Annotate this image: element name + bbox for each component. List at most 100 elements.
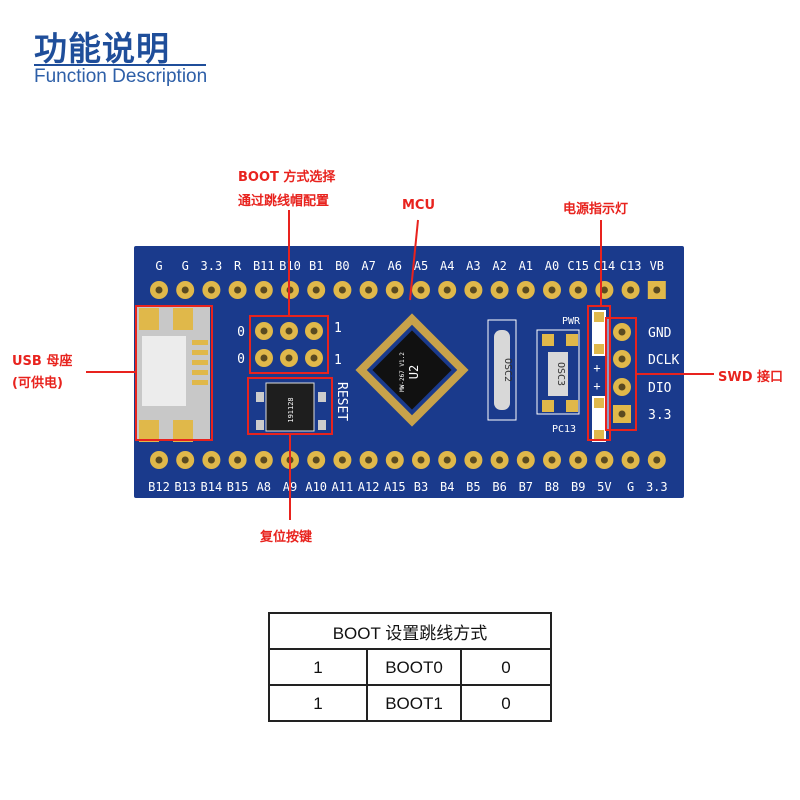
pwr-label: PWR: [562, 316, 581, 327]
bottom-pin-label: A12: [358, 480, 380, 494]
bottom-pin-label: B9: [571, 480, 585, 494]
pcb-layer: GG3.3RB11B10B1B0A7A6A5A4A3A2A1A0C15C14C1…: [86, 210, 714, 520]
osc3-label: OSC3: [555, 362, 566, 386]
reset-button: [265, 382, 315, 432]
swd-pin-hole: [618, 383, 626, 391]
top-pin-hole: [181, 286, 189, 294]
top-pin-label: A4: [440, 259, 454, 273]
boot-zero-label: 0: [237, 352, 245, 367]
bottom-pin-hole: [391, 456, 399, 464]
boot-select-label-line1: BOOT 方式选择: [238, 170, 336, 185]
top-pin-label: A5: [414, 259, 428, 273]
bottom-pin-label: 3.3: [646, 480, 668, 494]
bottom-pin-hole: [155, 456, 163, 464]
reset-label: 复位按键: [260, 530, 313, 545]
top-pin-label: A0: [545, 259, 559, 273]
bottom-pin-hole: [653, 456, 661, 464]
top-pin-label: A3: [466, 259, 480, 273]
bottom-pin-hole: [234, 456, 242, 464]
usb-label-line2: (可供电): [12, 376, 63, 391]
top-pin-hole: [207, 286, 215, 294]
bottom-pin-hole: [469, 456, 477, 464]
top-pin-hole: [260, 286, 268, 294]
osc2-outline: [487, 319, 517, 421]
usb-pin: [192, 380, 208, 385]
top-pin-hole: [312, 286, 320, 294]
top-pin-hole: [417, 286, 425, 294]
usb-pin: [192, 370, 208, 375]
top-pin-hole: [234, 286, 242, 294]
table-row: 1 BOOT0 0: [270, 648, 550, 686]
swd-pin-label: 3.3: [648, 408, 671, 423]
osc3-pad: [566, 400, 578, 412]
swd-pin-hole: [618, 355, 626, 363]
led-highlight: [587, 305, 611, 441]
bottom-pin-label: B6: [492, 480, 506, 494]
power-led-label: 电源指示灯: [563, 202, 629, 217]
table-row: 1 BOOT1 0: [270, 684, 550, 722]
mcu-chip: [372, 330, 452, 410]
bottom-pin-hole: [627, 456, 635, 464]
bottom-pin-hole: [260, 456, 268, 464]
top-pin-label: A6: [388, 259, 402, 273]
bottom-pin-label: B12: [148, 480, 170, 494]
pc13-label: PC13: [552, 424, 576, 435]
usb-pin: [192, 360, 208, 365]
bottom-pin-hole: [207, 456, 215, 464]
boot-pin-hole: [310, 354, 318, 362]
osc2-label: OSC2: [502, 358, 513, 382]
bottom-pin-label: B13: [174, 480, 196, 494]
usb-pad: [139, 420, 159, 442]
usb-pin: [192, 350, 208, 355]
led-pad: [594, 344, 604, 354]
top-pin-label: VB: [650, 259, 664, 273]
bottom-pin-label: A10: [305, 480, 327, 494]
top-pin-hole: [338, 286, 346, 294]
boot-config-table: BOOT 设置跳线方式 1 BOOT0 0 1 BOOT1 0: [268, 612, 552, 722]
bottom-pin-label: B4: [440, 480, 454, 494]
table-divider: [460, 650, 462, 686]
bottom-pin-hole: [548, 456, 556, 464]
bottom-pin-hole: [600, 456, 608, 464]
top-pin-label: A7: [361, 259, 375, 273]
top-pin-hole: [548, 286, 556, 294]
usb-pad: [173, 420, 193, 442]
reset-silkscreen: RESET: [334, 382, 349, 421]
top-pin-hole: [574, 286, 582, 294]
bottom-pin-hole: [338, 456, 346, 464]
top-pin-label: B1: [309, 259, 323, 273]
reset-button-leg: [318, 392, 326, 402]
boot-one-label: 1: [334, 321, 342, 336]
top-pin-label: G: [155, 259, 162, 273]
boot-pin-hole: [285, 327, 293, 335]
table-cell: 1: [313, 658, 323, 677]
boot-pin-hole: [310, 327, 318, 335]
top-pin-label: 3.3: [201, 259, 223, 273]
boot-pin-hole: [285, 354, 293, 362]
swd-label: SWD 接口: [718, 370, 784, 385]
chip-label: U2: [407, 365, 421, 379]
table-divider: [366, 686, 368, 722]
top-pin-label: B0: [335, 259, 349, 273]
table-divider: [460, 686, 462, 722]
table-cell: 0: [501, 694, 511, 713]
bottom-pin-label: A11: [332, 480, 354, 494]
top-pin-hole: [627, 286, 635, 294]
page-title: 功能说明: [34, 29, 170, 68]
reset-button-leg: [318, 420, 326, 430]
bottom-pin-label: B14: [201, 480, 223, 494]
chip-sub: MW-267 V1.2: [399, 352, 406, 392]
bottom-pin-hole: [365, 456, 373, 464]
top-pin-hole: [155, 286, 163, 294]
top-pin-label: A2: [492, 259, 506, 273]
led-pad: [594, 312, 604, 322]
osc3-body: [548, 352, 568, 396]
table-title: BOOT 设置跳线方式: [332, 623, 488, 643]
osc3-outline: [536, 329, 580, 415]
bottom-pin-label: A8: [257, 480, 271, 494]
osc3-pad: [542, 334, 554, 346]
reset-button-leg: [256, 420, 264, 430]
button-code: 191128: [287, 397, 295, 422]
top-pin-hole: [469, 286, 477, 294]
